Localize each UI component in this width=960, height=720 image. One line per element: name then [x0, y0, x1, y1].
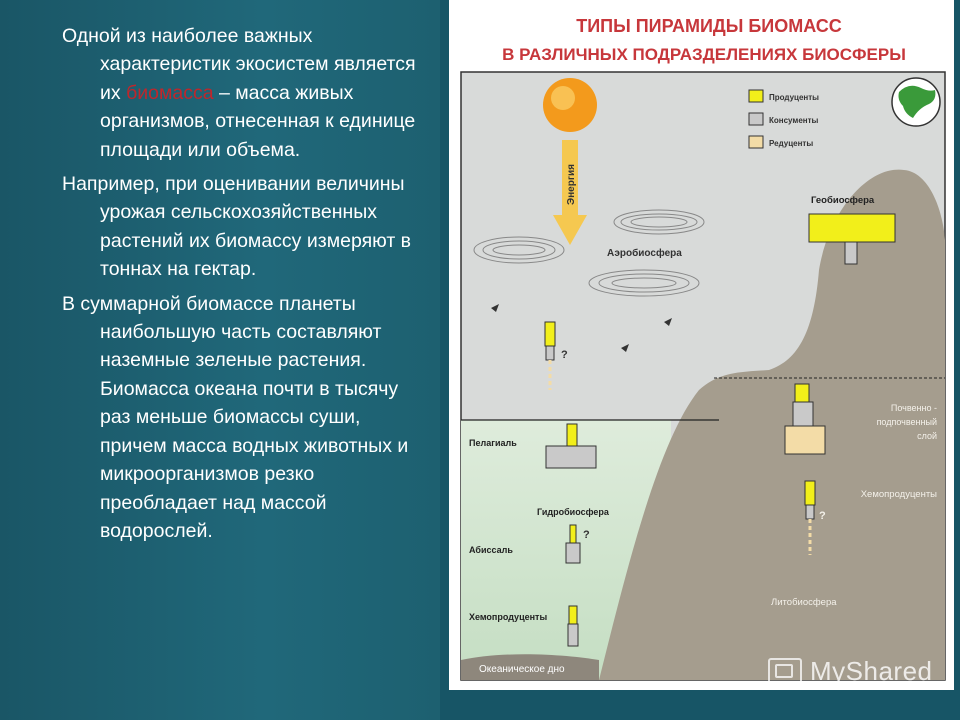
aero-producers	[544, 321, 556, 347]
label-hydrobiosphere: Гидробиосфера	[537, 507, 610, 517]
presentation-icon	[768, 657, 802, 686]
chemo-left-consumers	[567, 623, 579, 647]
watermark-text: MyShared	[810, 656, 933, 686]
legend-producers: Продуценты	[769, 93, 819, 102]
abyssal-consumers	[565, 542, 581, 564]
label-chemoproducers-right: Хемопродуценты	[861, 489, 937, 500]
paragraph-1-text-b: – масса живых организмов, отнесенная к е…	[100, 81, 416, 161]
legend-consumers: Консументы	[769, 116, 819, 125]
label-soil-1: Почвенно -	[891, 403, 937, 413]
biomass-pyramid-poster: ТИПЫ ПИРАМИДЫ БИОМАСС В РАЗЛИЧНЫХ ПОДРАЗ…	[449, 0, 954, 690]
paragraph-2: Например, при оценивании величины урожая…	[62, 173, 412, 281]
globe-continents	[898, 85, 936, 118]
label-lithobiosphere: Литобиосфера	[771, 597, 837, 608]
abyssal-question: ?	[583, 529, 590, 541]
soil-reducers	[784, 425, 826, 455]
geobiosphere-consumers	[844, 241, 858, 265]
label-soil-2: подпочвенный	[877, 417, 937, 427]
paragraph-1: Одной из наиболее важных характеристик э…	[62, 22, 432, 164]
legend-reducers-swatch	[748, 135, 764, 149]
legend-producers-swatch	[748, 89, 764, 103]
poster-diagram: ТИПЫ ПИРАМИДЫ БИОМАСС В РАЗЛИЧНЫХ ПОДРАЗ…	[460, 16, 946, 681]
sun-highlight	[551, 86, 575, 110]
label-abyssal: Абиссаль	[469, 545, 513, 555]
chemo-right-question: ?	[819, 510, 826, 522]
mountain	[599, 169, 945, 680]
paragraph-1-text-a: Одной из наиболее важных характеристик э…	[62, 25, 416, 104]
label-pelagial: Пелагиаль	[469, 438, 517, 448]
aero-consumers	[545, 345, 555, 361]
energy-arrow	[553, 140, 587, 245]
label-chemoproducers-left: Хемопродуценты	[469, 612, 547, 622]
label-soil-3: слой	[917, 431, 937, 441]
slide-text: Одной из наиболее важных характеристик э…	[62, 22, 432, 551]
chemo-right-consumers	[805, 504, 815, 520]
abyssal-producers	[569, 524, 577, 544]
label-ocean-floor: Океаническое дно	[479, 664, 565, 675]
poster-title-line2: В РАЗЛИЧНЫХ ПОДРАЗДЕЛЕНИЯХ БИОСФЕРЫ	[502, 45, 906, 64]
birds	[491, 304, 672, 352]
label-aerobiosphere: Аэробиосфера	[607, 247, 682, 259]
text-panel	[0, 0, 440, 720]
soil-producers	[794, 383, 810, 403]
label-geobiosphere: Геобиосфера	[811, 195, 875, 206]
paragraph-3: В суммарной биомассе планеты наибольшую …	[62, 292, 409, 542]
geobiosphere-producers	[808, 213, 896, 243]
soil-consumers	[792, 401, 814, 427]
chemo-right-producers	[804, 480, 816, 506]
label-energy: Энергия	[566, 164, 577, 205]
chemo-left-producers	[568, 605, 578, 625]
pelagial-producers	[566, 423, 578, 447]
watermark: MyShared	[768, 656, 933, 687]
ocean-floor	[461, 654, 599, 680]
biomass-highlight: биомасса	[126, 81, 214, 104]
aero-question: ?	[561, 349, 568, 361]
legend-consumers-swatch	[748, 112, 764, 126]
clouds	[473, 209, 705, 297]
pelagial-consumers	[545, 445, 597, 469]
poster-title-line1: ТИПЫ ПИРАМИДЫ БИОМАСС	[576, 16, 842, 36]
legend-reducers: Редуценты	[769, 139, 813, 148]
